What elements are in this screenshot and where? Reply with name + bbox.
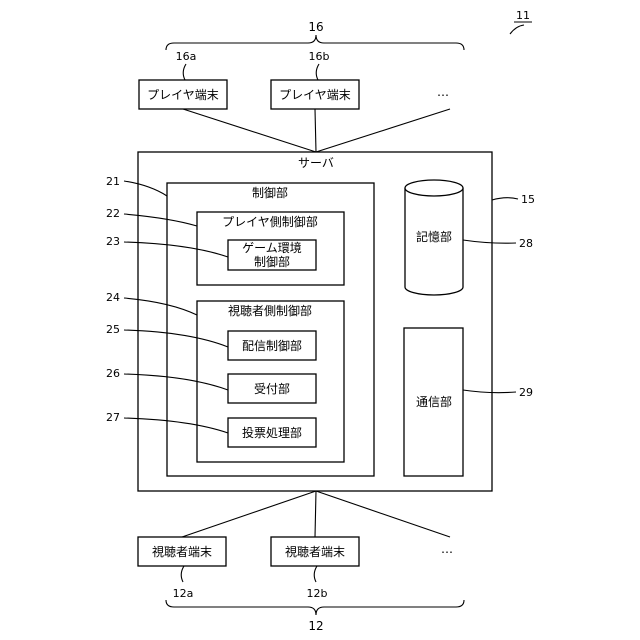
viewer-terminal-12b: 視聴者端末 12b	[271, 537, 359, 600]
server-ref: 15	[492, 193, 535, 206]
svg-text:視聴者端末: 視聴者端末	[285, 544, 345, 559]
communication-unit: 通信部	[404, 328, 463, 476]
svg-text:25: 25	[106, 323, 120, 336]
svg-text:配信制御部: 配信制御部	[242, 338, 302, 353]
player-terminal-16a: 16a プレイヤ端末	[139, 50, 227, 109]
svg-text:24: 24	[106, 291, 120, 304]
svg-text:プレイヤ側制御部: プレイヤ側制御部	[222, 214, 318, 229]
svg-text:記憶部: 記憶部	[416, 229, 452, 244]
voting-processing-unit: 投票処理部	[228, 418, 316, 447]
svg-text:プレイヤ端末: プレイヤ端末	[279, 88, 351, 102]
svg-text:受付部: 受付部	[254, 381, 290, 396]
svg-text:23: 23	[106, 235, 120, 248]
svg-text:制御部: 制御部	[252, 185, 288, 200]
svg-text:視聴者端末: 視聴者端末	[152, 544, 212, 559]
svg-text:29: 29	[519, 386, 533, 399]
svg-text:22: 22	[106, 207, 120, 220]
svg-text:26: 26	[106, 367, 120, 380]
reception-unit: 受付部	[228, 374, 316, 403]
svg-text:12: 12	[308, 619, 323, 633]
figure-number: 11	[510, 9, 532, 34]
player-terminals-ellipsis: …	[437, 85, 449, 99]
server-viewer-links	[182, 491, 450, 537]
player-group-brace: 16	[166, 20, 464, 50]
svg-text:27: 27	[106, 411, 120, 424]
svg-text:12b: 12b	[307, 587, 328, 600]
svg-text:11: 11	[516, 9, 530, 22]
svg-text:サーバ: サーバ	[298, 156, 334, 170]
player-terminal-16b: 16b プレイヤ端末	[271, 50, 359, 109]
viewer-terminal-12a: 視聴者端末 12a	[138, 537, 226, 600]
svg-text:投票処理部: 投票処理部	[242, 425, 302, 440]
svg-text:視聴者側制御部: 視聴者側制御部	[228, 303, 312, 318]
viewer-terminals-ellipsis: …	[441, 542, 453, 556]
svg-text:12a: 12a	[173, 587, 194, 600]
distribution-control-unit: 配信制御部	[228, 331, 316, 360]
player-server-links	[183, 109, 450, 152]
svg-text:制御部: 制御部	[254, 254, 290, 269]
svg-text:15: 15	[521, 193, 535, 206]
svg-text:21: 21	[106, 175, 120, 188]
game-environment-control-unit: ゲーム環境 制御部	[228, 240, 316, 270]
svg-text:16a: 16a	[176, 50, 197, 63]
storage-unit: 記憶部	[405, 180, 463, 295]
viewer-group-brace: 12	[166, 600, 464, 633]
svg-text:28: 28	[519, 237, 533, 250]
svg-text:16: 16	[308, 20, 323, 34]
svg-text:プレイヤ端末: プレイヤ端末	[147, 88, 219, 102]
svg-text:16b: 16b	[309, 50, 330, 63]
svg-text:ゲーム環境: ゲーム環境	[242, 240, 302, 255]
svg-text:通信部: 通信部	[416, 394, 452, 409]
